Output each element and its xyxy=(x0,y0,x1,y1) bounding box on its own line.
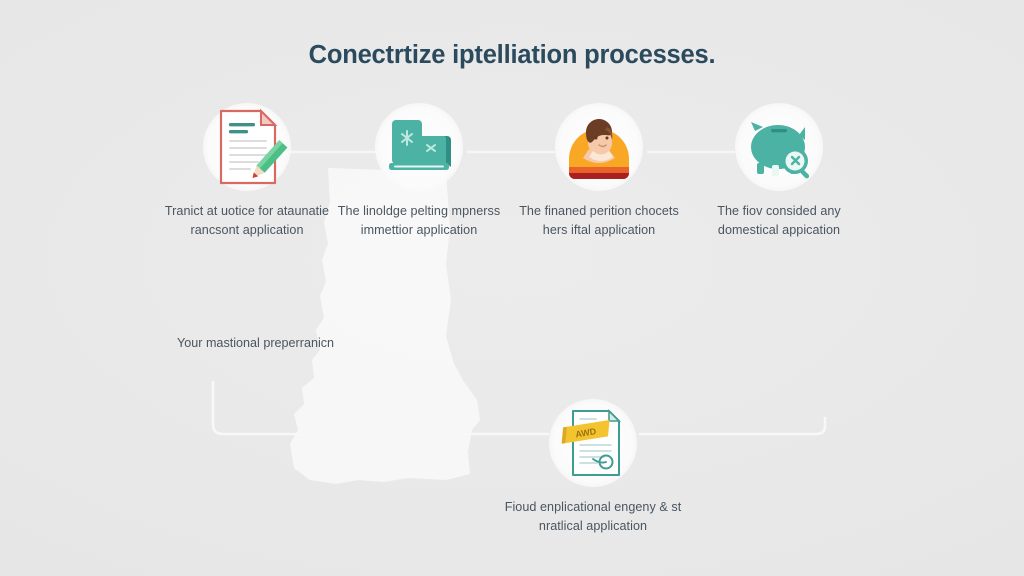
step-node-3[interactable]: The finaned perition chocets hers iftal … xyxy=(509,103,689,239)
certificate-ribbon-icon: AWD xyxy=(561,409,621,476)
step-3-caption: The finaned perition chocets hers iftal … xyxy=(519,204,679,237)
step-5-caption: Fioud enplicational engeny & st nratlica… xyxy=(504,500,682,533)
piggy-bank-magnifier-icon xyxy=(751,122,810,179)
side-note: Your mastional preperranicn xyxy=(177,336,335,350)
step-node-2[interactable]: The linoldge pelting mpnerss immettior a… xyxy=(329,103,509,239)
laptop-device-icon xyxy=(389,120,451,170)
step-2-icon-wrap xyxy=(375,103,463,191)
step-4-icon-wrap xyxy=(735,103,823,191)
step-3-icon-wrap xyxy=(555,103,643,191)
step-1-icon-wrap xyxy=(203,103,291,191)
svg-text:AWD: AWD xyxy=(575,426,598,439)
step-node-1[interactable]: Tranict at uotice for ataunatie rancsont… xyxy=(157,103,337,239)
person-avatar-icon xyxy=(569,118,629,179)
step-4-caption: The fiov consided any domestical appicat… xyxy=(717,204,841,237)
document-pencil-icon xyxy=(219,108,288,185)
page-title: Conectrtize iptelliation processes. xyxy=(308,41,716,69)
step-1-caption: Tranict at uotice for ataunatie rancsont… xyxy=(164,204,330,237)
step-node-5[interactable]: AWD Fioud enplicational engeny & st nrat… xyxy=(503,399,683,535)
step-5-icon-wrap: AWD xyxy=(549,399,637,487)
step-node-4[interactable]: The fiov consided any domestical appicat… xyxy=(689,103,869,239)
step-2-caption: The linoldge pelting mpnerss immettior a… xyxy=(337,204,501,237)
